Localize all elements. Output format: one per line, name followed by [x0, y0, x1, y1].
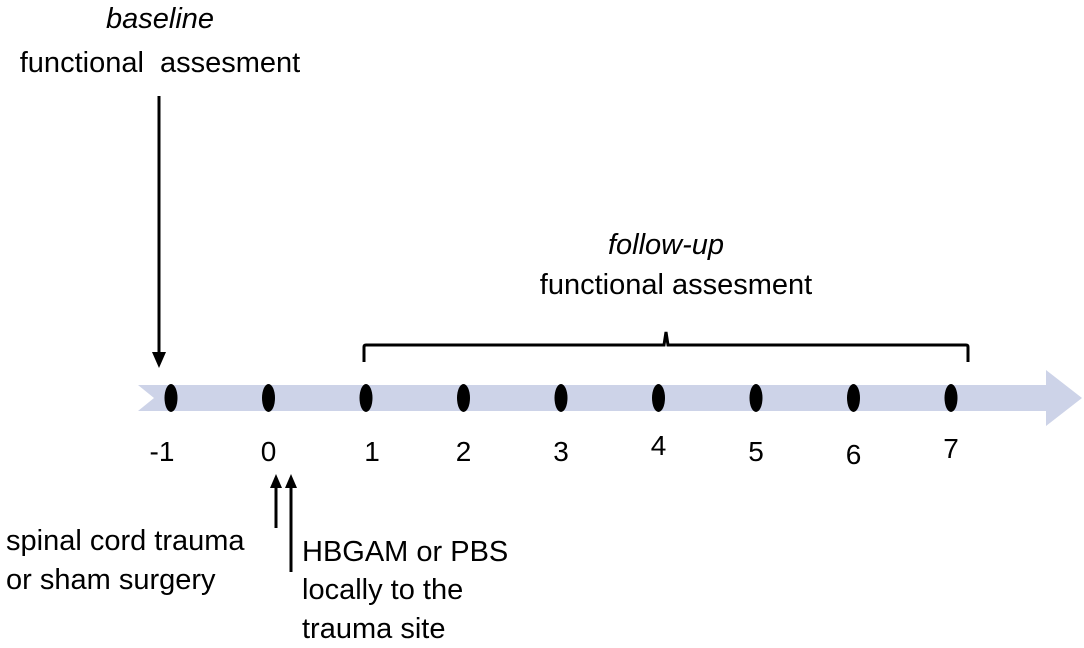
followup-brace [362, 331, 970, 362]
day-marker [749, 384, 763, 412]
day-markers [164, 384, 958, 412]
day-label: 6 [845, 439, 862, 470]
timeline-arrow [138, 370, 1082, 426]
day-label: -1 [149, 436, 175, 467]
trauma-line-2: or sham surgery [6, 564, 216, 596]
treatment-line-2: locally to the [302, 574, 464, 606]
baseline-subtitle: functional assesment [19, 47, 301, 79]
day-marker [847, 384, 860, 412]
day-marker [652, 384, 665, 412]
baseline-arrowhead [152, 352, 166, 368]
day-label: 3 [553, 436, 569, 467]
treatment-line-3: trauma site [302, 613, 446, 645]
day-label: 5 [748, 436, 764, 467]
day-label: 0 [260, 436, 277, 467]
day-marker [262, 384, 275, 412]
followup-title: follow-up [607, 229, 725, 261]
followup-subtitle: functional assesment [539, 269, 813, 301]
trauma-arrowhead [270, 474, 282, 488]
day-marker [359, 384, 373, 412]
day-label: 4 [650, 430, 667, 461]
treatment-arrowhead [285, 474, 297, 488]
treatment-line-1: HBGAM or PBS [302, 536, 509, 568]
day-marker [164, 384, 178, 412]
day-marker [457, 384, 470, 412]
day-label: 1 [364, 436, 380, 467]
day-marker [944, 384, 958, 412]
baseline-title: baseline [105, 3, 215, 35]
day-label: 7 [943, 433, 959, 464]
day-label: 2 [455, 436, 472, 467]
trauma-line-1: spinal cord trauma [6, 525, 245, 557]
day-marker [554, 384, 568, 412]
